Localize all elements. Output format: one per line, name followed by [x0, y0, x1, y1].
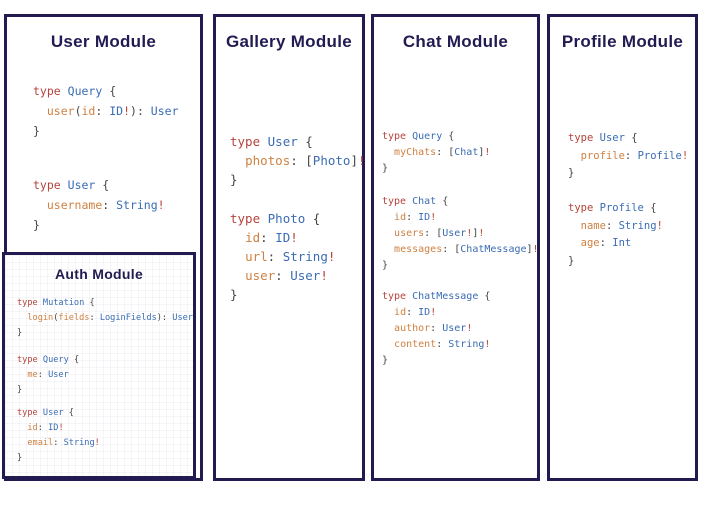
chat-module-chatmessage-type-code: type ChatMessage { id: ID! author: User!… — [382, 291, 491, 366]
auth-module-title: Auth Module — [54, 266, 144, 282]
chat-module-query-type-code: type Query { myChats: [Chat]!} — [382, 131, 491, 174]
profile-module-title: Profile Module — [561, 32, 684, 51]
chat-module-chat-type-code: type Chat { id: ID! users: [User!]! mess… — [382, 196, 539, 271]
profile-module-panel: Profile Module type User { profile: Prof… — [547, 14, 698, 481]
gallery-module-user-type-code: type User { photos: [Photo]!} — [230, 134, 366, 187]
user-module-title: User Module — [50, 32, 157, 51]
user-module-query-type-code: type Query { user(id: ID!): User} — [33, 84, 179, 138]
profile-module-profile-type-code: type Profile { name: String! age: Int} — [568, 202, 663, 267]
auth-module-user-type-code: type User { id: ID! email: String!} — [17, 408, 100, 463]
auth-module-panel: Auth Module type Mutation { login(fields… — [2, 252, 196, 479]
gallery-module-title: Gallery Module — [225, 32, 353, 51]
chat-module-title: Chat Module — [402, 32, 509, 51]
auth-module-mutation-type-code: type Mutation { login(fields: LoginField… — [17, 298, 193, 338]
auth-module-query-type-code: type Query { me: User} — [17, 355, 80, 395]
profile-module-user-type-code: type User { profile: Profile!} — [568, 132, 689, 179]
gallery-module-panel: Gallery Module type User { photos: [Phot… — [213, 14, 366, 481]
gallery-module-photo-type-code: type Photo { id: ID! url: String! user: … — [230, 211, 336, 302]
chat-module-panel: Chat Module type Query { myChats: [Chat]… — [371, 14, 540, 481]
user-module-user-type-code: type User { username: String!} — [33, 178, 165, 232]
